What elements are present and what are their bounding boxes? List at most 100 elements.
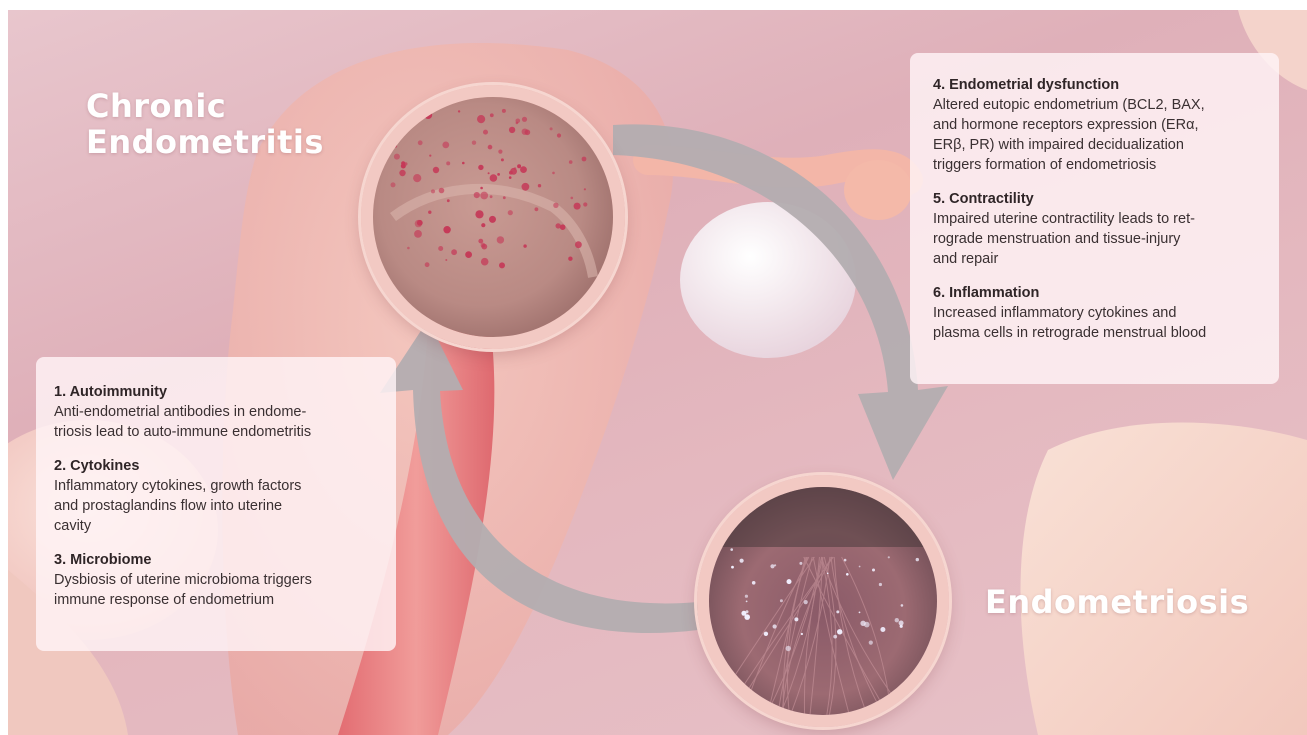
item-text-line: triosis lead to auto-immune endometritis [54,424,311,440]
lesion-dot [509,127,515,133]
lesion-dot [438,246,443,251]
fimbria [844,160,912,220]
reflection-dot [740,559,744,563]
endometritis-hysteroscopy-image [361,85,625,349]
lesion-dot [503,196,506,199]
reflection-dot [801,633,803,635]
lesion-dot [428,211,431,214]
lesion-dot [489,216,496,223]
reflection-dot [880,627,885,632]
reflection-dot [780,599,783,602]
reflection-dot [770,564,774,568]
right-info-panel: 4. Endometrial dysfunction Altered eutop… [910,53,1279,384]
reflection-dot [794,617,798,621]
lesion-dot [475,210,483,218]
item-cytokines: 2. Cytokines Inflammatory cytokines, gro… [54,457,384,536]
endometriosis-laparoscopy-image [697,475,949,727]
reflection-dot [774,564,776,566]
reflection-dot [799,562,802,565]
lesion-dot [391,182,396,187]
item-text-line: Altered eutopic endometrium (BCL2, BAX, [933,97,1205,113]
reflection-dot [745,595,748,598]
lesion-dot [418,140,423,145]
lesion-dot [423,104,430,111]
lesion-dot [425,112,428,115]
reflection-dot [888,556,890,558]
item-text: Increased inflammatory cytokines and pla… [933,303,1269,343]
lesion-dot [446,161,450,165]
lesion-dot [480,187,483,190]
lesion-dot [520,166,527,173]
item-inflammation: 6. Inflammation Increased inflammatory c… [933,284,1269,343]
item-text: Altered eutopic endometrium (BCL2, BAX, … [933,95,1269,175]
reflection-dot [859,566,861,568]
item-text-line: Impaired uterine contractility leads to … [933,211,1195,227]
lesion-dot [509,176,512,179]
lesion-dot [517,164,521,168]
lesion-dot [498,150,502,154]
chronic-endometritis-title: Chronic Endometritis [86,88,386,160]
reflection-dot [859,612,861,614]
item-endometrial-dysfunction: 4. Endometrial dysfunction Altered eutop… [933,76,1269,175]
lesion-dot [478,165,483,170]
lesion-dot [472,141,476,145]
item-heading: 3. Microbiome [54,551,384,569]
reflection-dot [864,622,870,628]
lesion-dot [413,174,421,182]
item-text-line: and prostaglandins flow into uterine [54,498,282,514]
lesion-dot [414,230,422,238]
left-info-panel: 1. Autoimmunity Anti-endometrial antibod… [36,357,396,651]
lesion-dot [490,195,493,198]
reflection-dot [895,618,899,622]
chronic-endometritis-title-line1: Chronic [86,87,226,125]
lesion-dot [535,207,539,211]
lesion-dot [508,210,513,215]
item-text: Anti-endometrial antibodies in endome- t… [54,402,384,442]
lesion-dot [499,262,505,268]
lesion-dot [425,262,430,267]
right-tissue [1021,423,1307,735]
reflection-dot [787,579,792,584]
lesion-dot [394,154,400,160]
item-text-line: cavity [54,518,91,534]
item-heading: 2. Cytokines [54,457,384,475]
item-text-line: plasma cells in retrograde menstrual blo… [933,325,1206,341]
lesion-dot [394,145,397,148]
reflection-dot [786,646,791,651]
lesion-dot [497,236,504,243]
item-text-line: immune response of endometrium [54,592,274,608]
lesion-dot [538,184,541,187]
endometriosis-title: Endometriosis [985,582,1249,622]
chronic-endometritis-title-line2: Endometritis [86,123,324,161]
reflection-dot [833,635,837,639]
lesion-dot [490,113,494,117]
item-text-line: ERβ, PR) with impaired decidualization [933,137,1184,153]
reflection-dot [836,610,839,613]
lesion-dot [522,129,528,135]
lesion-dot [465,251,472,258]
item-microbiome: 3. Microbiome Dysbiosis of uterine micro… [54,551,384,610]
reflection-dot [901,604,904,607]
lesion-dot [439,188,445,194]
lesion-dot [522,117,527,122]
lesion-dot [407,247,410,250]
item-text-line: Anti-endometrial antibodies in endome- [54,404,306,420]
lesion-dot [424,111,432,119]
item-text-line: and repair [933,251,998,267]
reflection-dot [869,641,873,645]
item-text: Dysbiosis of uterine microbioma triggers… [54,570,384,610]
lesion-dot [584,188,586,190]
lesion-dot [442,142,449,149]
reflection-dot [879,583,882,586]
lesion-dot [516,122,519,125]
item-text-line: triggers formation of endometriosis [933,157,1156,173]
lesion-dot [474,192,480,198]
lesion-dot [583,202,587,206]
lesion-dot [429,155,431,157]
lesion-dot [490,174,498,182]
item-text-line: rograde menstruation and tissue-injury [933,231,1180,247]
lesion-dot [443,226,450,233]
lesion-dot [568,257,572,261]
reflection-dot [730,548,733,551]
lesion-dot [497,173,500,176]
